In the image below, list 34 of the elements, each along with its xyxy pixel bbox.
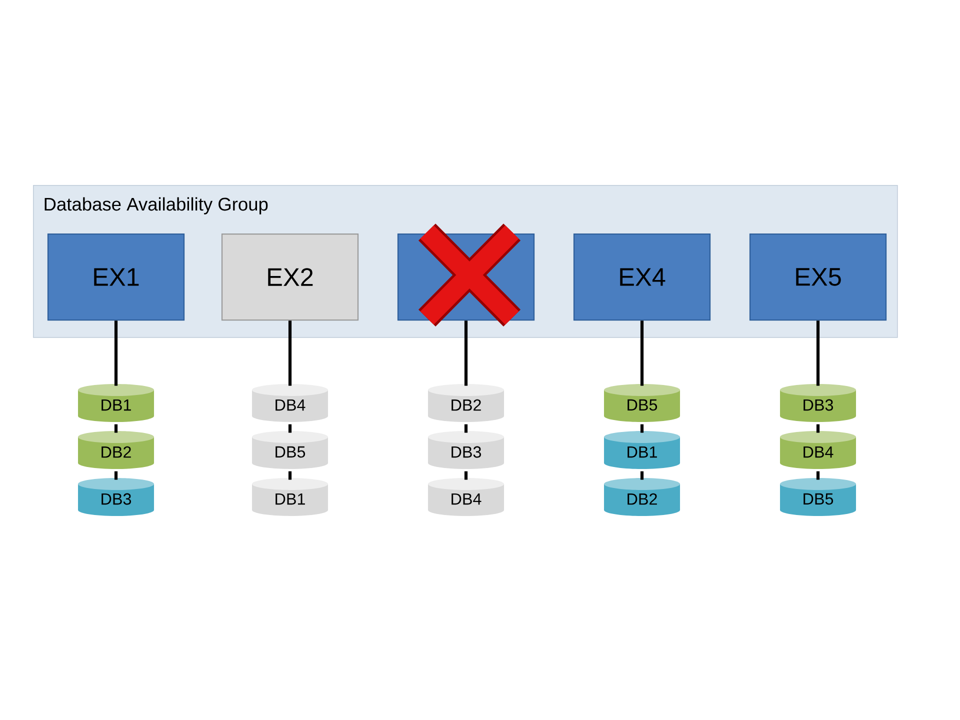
database-cylinder: DB4 [428, 478, 504, 516]
server-box: EX5 [749, 233, 887, 321]
connector-line [464, 471, 468, 480]
database-cylinder: DB1 [78, 384, 154, 422]
connector-line [640, 471, 644, 480]
server-box: EX1 [47, 233, 185, 321]
database-cylinder: DB2 [428, 384, 504, 422]
database-cylinder: DB3 [780, 384, 856, 422]
connector-line [464, 424, 468, 433]
database-cylinder: DB4 [780, 431, 856, 469]
server-box: EX4 [573, 233, 711, 321]
database-cylinder: DB1 [604, 431, 680, 469]
database-cylinder: DB2 [604, 478, 680, 516]
connector-line [288, 471, 292, 480]
connector-line [640, 320, 644, 386]
connector-line [114, 424, 118, 433]
connector-line [816, 320, 820, 386]
database-cylinder: DB5 [252, 431, 328, 469]
database-cylinder: DB4 [252, 384, 328, 422]
database-cylinder: DB2 [78, 431, 154, 469]
connector-line [816, 471, 820, 480]
server-box: EX2 [221, 233, 359, 321]
connector-line [464, 320, 468, 386]
connector-line [288, 424, 292, 433]
database-cylinder: DB5 [604, 384, 680, 422]
connector-line [114, 320, 118, 386]
database-cylinder: DB5 [780, 478, 856, 516]
connector-line [640, 424, 644, 433]
connector-line [816, 424, 820, 433]
connector-line [288, 320, 292, 386]
database-cylinder: DB3 [428, 431, 504, 469]
database-cylinder: DB3 [78, 478, 154, 516]
database-cylinder: DB1 [252, 478, 328, 516]
connector-line [114, 471, 118, 480]
